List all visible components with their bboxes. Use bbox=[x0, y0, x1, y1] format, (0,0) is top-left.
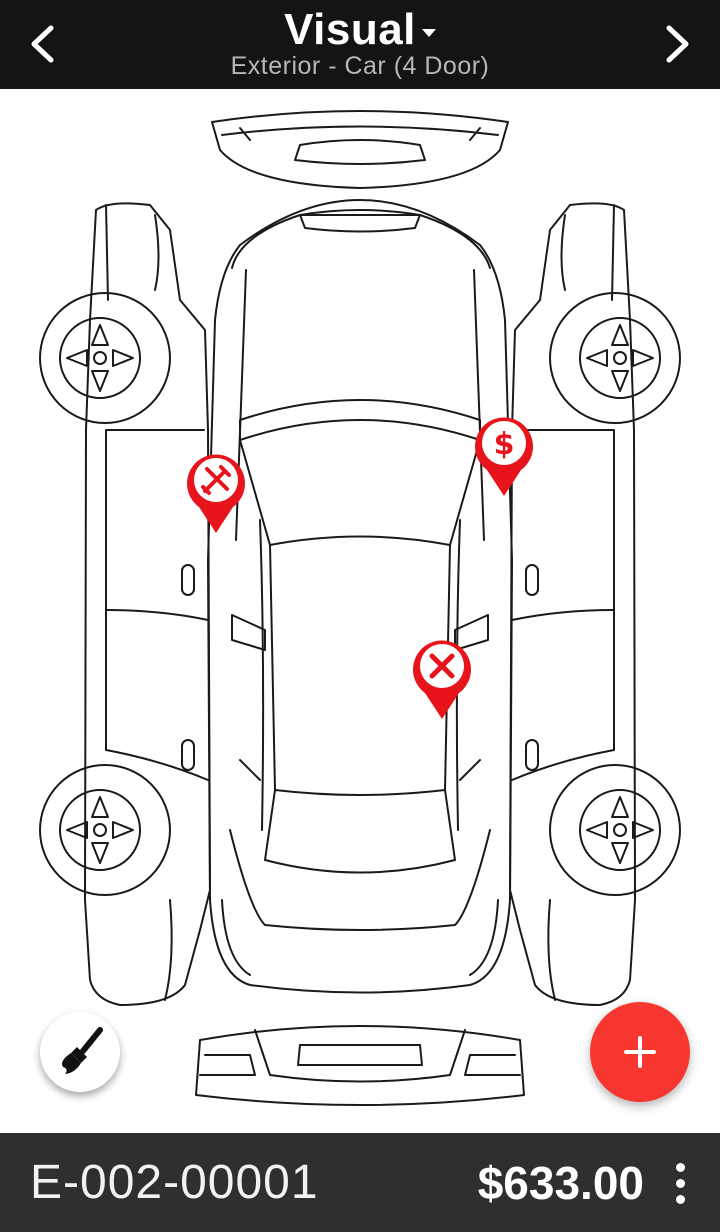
more-dot bbox=[675, 1178, 685, 1188]
chevron-right-icon bbox=[666, 25, 689, 63]
car-exterior-diagram[interactable] bbox=[0, 89, 720, 1133]
page-subtitle: Exterior - Car (4 Door) bbox=[230, 52, 490, 80]
header-bar: Visual Exterior - Car (4 Door) bbox=[0, 0, 720, 89]
vehicle-diagram[interactable]: $ bbox=[0, 89, 720, 1133]
more-dot bbox=[675, 1162, 685, 1172]
footer-bar: E-002-00001 $633.00 bbox=[0, 1133, 720, 1232]
x-icon bbox=[413, 640, 471, 719]
title-dropdown[interactable]: Visual bbox=[284, 6, 436, 54]
dollar-symbol: $ bbox=[494, 427, 515, 462]
damage-marker-cost[interactable]: $ bbox=[473, 412, 535, 498]
dollar-icon: $ bbox=[475, 417, 533, 496]
next-button[interactable] bbox=[646, 14, 706, 74]
estimate-total: $633.00 bbox=[477, 1157, 644, 1209]
front-bumper[interactable] bbox=[195, 1025, 525, 1106]
rear-bumper[interactable] bbox=[211, 110, 509, 189]
estimate-id: E-002-00001 bbox=[30, 1156, 319, 1209]
right-front-wheel[interactable] bbox=[549, 764, 681, 896]
chevron-left-icon bbox=[31, 25, 54, 63]
wrench-screwdriver-icon bbox=[187, 454, 245, 533]
plus-icon bbox=[624, 1036, 656, 1068]
paint-brush-icon bbox=[62, 1027, 103, 1074]
left-front-wheel[interactable] bbox=[39, 764, 171, 896]
car-right-side[interactable] bbox=[509, 202, 681, 1006]
page-title: Visual bbox=[284, 5, 416, 54]
add-damage-button[interactable] bbox=[590, 1002, 690, 1102]
caret-down-icon bbox=[421, 29, 436, 37]
damage-marker-repair[interactable] bbox=[185, 449, 247, 535]
left-rear-wheel[interactable] bbox=[39, 292, 171, 424]
title-group[interactable]: Visual Exterior - Car (4 Door) bbox=[0, 6, 720, 81]
right-rear-wheel[interactable] bbox=[549, 292, 681, 424]
damage-marker-replace[interactable] bbox=[411, 635, 473, 721]
more-vertical-icon[interactable] bbox=[660, 1155, 700, 1211]
prev-button[interactable] bbox=[14, 14, 74, 74]
more-dot bbox=[675, 1194, 685, 1204]
car-top-body[interactable] bbox=[207, 199, 513, 994]
car-left-side[interactable] bbox=[39, 202, 211, 1006]
paint-brush-button[interactable] bbox=[40, 1012, 120, 1092]
